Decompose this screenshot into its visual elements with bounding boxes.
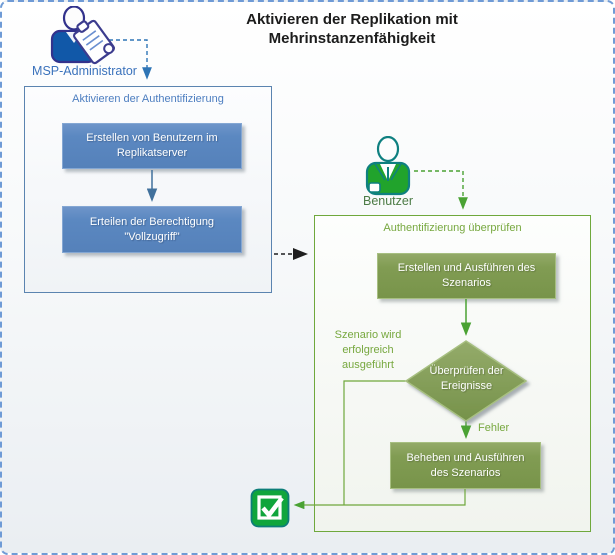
benutzer-label: Benutzer (362, 194, 414, 208)
left-panel-title: Aktivieren der Authentifizierung (72, 93, 224, 105)
diagram-title: Aktivieren der Replikation mit Mehrinsta… (246, 11, 458, 47)
step-fix-run-scenario-box: Beheben und Ausführen des Szenarios (390, 442, 541, 489)
step-create-run-scenario-box: Erstellen und Ausführen des Szenarios (377, 253, 556, 299)
error-branch-label: Fehler (478, 422, 510, 434)
step-create-users-box: Erstellen von Benutzern im Replikatserve… (62, 123, 242, 169)
benutzer-person-icon (365, 136, 411, 196)
checkmark-icon (250, 488, 290, 528)
right-panel-title: Authentifizierung überprüfen (383, 222, 522, 234)
success-branch-label: Szenario wird erfolgreich ausgeführt (334, 329, 402, 371)
msp-administrator-person-clipboard-icon (50, 6, 116, 65)
msp-administrator-label: MSP-Administrator (32, 64, 137, 78)
decision-label: Überprüfen der Ereignisse (429, 365, 504, 392)
step-grant-permission-box: Erteilen der Berechtigung "Vollzugriff" (62, 206, 242, 253)
left-panel: Aktivieren der Authentifizierung (24, 86, 272, 293)
